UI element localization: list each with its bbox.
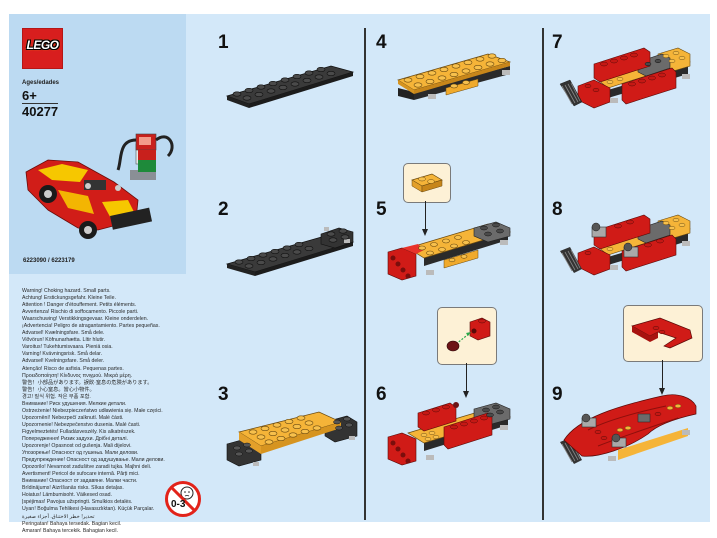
step-9-callout (623, 305, 703, 362)
step-8-assembly (560, 214, 691, 276)
warning-line: Upozornění! Nebezpečí zalknutí. Malé čás… (22, 414, 124, 421)
warning-line: Внимание! Опасност от задавяне. Малки ча… (22, 478, 138, 485)
element-part-numbers: 6223090 / 6223179 (23, 258, 75, 264)
box-art-car-and-pump (25, 133, 174, 239)
step-5-callout (403, 163, 451, 203)
warning-line: Avvertenza! Rischio di soffocamento. Pic… (22, 309, 139, 316)
warning-line: Hoiatus! Lämbumisoht. Väikesed osad. (22, 492, 112, 499)
not-for-under-3-icon: 0-3 (164, 480, 202, 518)
warning-line: Figyelmeztetés! Fulladásveszély. Kis alk… (22, 428, 136, 435)
warning-line: Varoitus! Tukehtumisvaara. Pieniä osia. (22, 344, 113, 351)
step-number-4: 4 (376, 32, 387, 53)
warning-line: Внимание! Риск удушения. Мелкие детали. (22, 400, 127, 407)
step-number-7: 7 (552, 32, 563, 53)
warning-line: Upozorenje! Opasnost od gušenja. Mali di… (22, 443, 132, 450)
warning-line: ¡Advertencia! Peligro de atragantamiento… (22, 323, 160, 330)
warning-line: Peringatan! Bahaya tersedak. Bagian keci… (22, 520, 122, 527)
warning-line: Viðvörun! Köfnunarhætta. Lítir hlutir. (22, 337, 105, 344)
step-9-arrow (659, 360, 665, 395)
warning-line: Ostrzeżenie! Niebezpieczeństwo udławieni… (22, 407, 163, 414)
age-divider (22, 103, 58, 104)
step-4-chassis-top (397, 53, 512, 100)
warning-line: Advarsel! Kvælningsfare. Små dele. (22, 330, 105, 337)
step-1-black-plate (225, 65, 355, 108)
warning-line: 警告！小心窒息。當心小物件。 (22, 386, 95, 393)
warning-line: Uyarı! Boğulma Tehlikesi (Havasızlıktan)… (22, 506, 155, 513)
step-9-finished-car (560, 394, 697, 464)
choking-hazard-warnings: Warning! Choking hazard. Small parts. Ac… (22, 288, 187, 535)
warning-line: Advarsel! Kvelningsfare. Små deler. (22, 358, 105, 365)
step-6-arrow (463, 363, 469, 398)
step-number-9: 9 (552, 384, 563, 405)
warning-line: 경고! 질식 위험. 작은 부품 포함. (22, 393, 91, 400)
warning-line: Попередження! Ризик задухи. Дрібні детал… (22, 435, 128, 442)
warning-line: Brīdinājums! Aizrīšanās risks. Sīkas det… (22, 485, 124, 492)
step-number-5: 5 (376, 199, 387, 220)
age-range: 6+ (22, 88, 37, 103)
warning-line: 警告！小部品があります。誤飲·窒息の危険があります。 (22, 379, 153, 386)
red-brick-with-tile-icon (446, 317, 491, 352)
age-warning-label: 0-3 (171, 499, 186, 510)
warning-line: Avertisment! Pericol de sufocare internă… (22, 471, 140, 478)
warning-line: Warning! Choking hazard. Small parts. (22, 288, 111, 294)
warning-line: تحذير! خطر الاختناق. أجزاء صغيرة (22, 513, 95, 520)
warning-line: Įspėjimas! Pavojus užspringti. Smulkios … (22, 499, 133, 506)
step-6-assembly (387, 402, 512, 466)
warning-line: Varning! Kvävningsrisk. Små delar. (22, 351, 103, 358)
step-number-2: 2 (218, 199, 229, 220)
step-5-arrow (422, 201, 428, 236)
warning-line: Opozorilo! Nevarnost zadušitve zaradi tu… (22, 464, 152, 471)
step-number-8: 8 (552, 199, 563, 220)
warning-line: Upozornenie! Nebezpečenstvo dusenia. Mal… (22, 421, 141, 428)
column-divider (364, 28, 366, 520)
warning-line: Waarschuwing! Verstikkingsgevaar. Kleine… (22, 316, 149, 323)
step-3-chassis (226, 411, 358, 467)
warning-line: Упозорење! Опасност од гушења. Мали дело… (22, 450, 139, 457)
warning-line: Attention ! Danger d'étouffement. Petits… (22, 302, 137, 309)
warning-line: Amaran! Bahaya tercekik. Bahagian kecil. (22, 527, 119, 534)
warning-line: Achtung! Erstickungsgefahr. Kleine Teile… (22, 295, 116, 302)
set-number: 40277 (22, 104, 59, 119)
step-number-6: 6 (376, 384, 387, 405)
step-number-3: 3 (218, 384, 229, 405)
ages-label: Ages/edades (22, 80, 60, 86)
step-2-black-plate-assembly (225, 227, 355, 276)
lego-logo: LEGO (22, 28, 63, 69)
warning-line: Προειδοποίηση! Κίνδυνος πνιγμού. Μικρά μ… (22, 372, 133, 379)
step-7-assembly (559, 47, 691, 109)
step-5-assembly (387, 221, 512, 281)
orange-plate-1x2-icon (411, 173, 443, 193)
step-number-1: 1 (218, 32, 229, 53)
column-divider (542, 28, 544, 520)
lego-logo-text: LEGO (26, 38, 59, 52)
red-curved-slope-icon (631, 317, 693, 349)
step-6-callout (437, 307, 497, 365)
warning-line: Atenção! Risco de asfixia. Pequenas part… (22, 365, 124, 372)
warning-line: Предупреждение! Опасност од задушување. … (22, 457, 165, 464)
